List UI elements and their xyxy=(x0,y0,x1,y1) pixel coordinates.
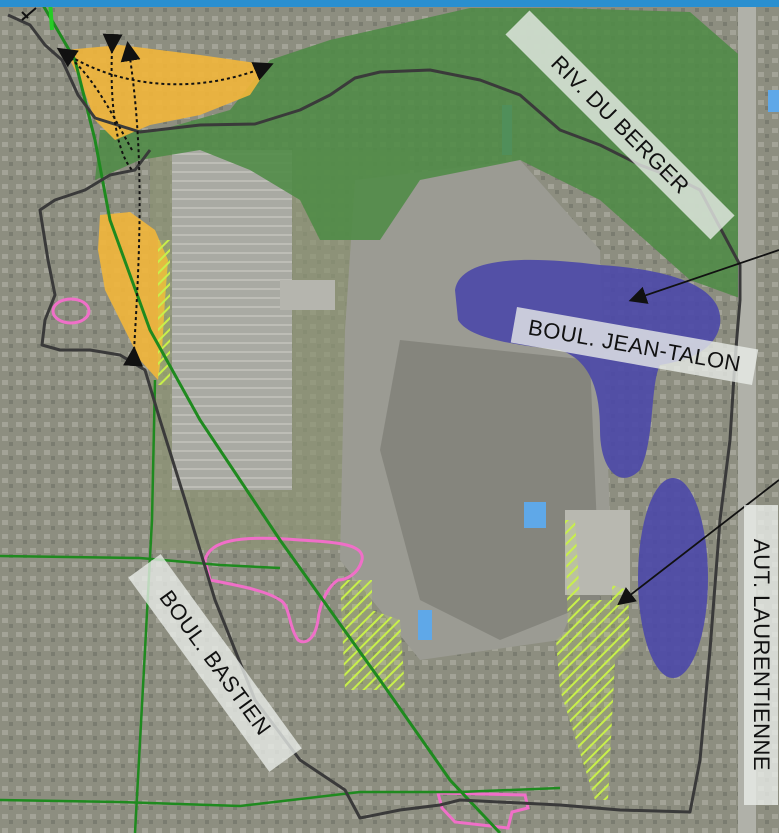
green-road xyxy=(38,0,502,833)
hatch-zone xyxy=(556,520,630,800)
dotted-path xyxy=(56,47,133,151)
quarry-pit xyxy=(380,340,600,640)
pink-area xyxy=(436,791,530,830)
pond xyxy=(418,610,432,640)
study-boundary xyxy=(7,13,742,820)
industrial-lot xyxy=(280,280,335,310)
pond xyxy=(524,502,546,528)
dotted-path xyxy=(120,41,144,367)
green-road xyxy=(0,554,281,570)
blue-zone-south xyxy=(638,478,708,678)
pink-area xyxy=(51,297,91,325)
industrial-park xyxy=(172,150,292,490)
label-aut-laurentienne: AUT. LAURENTIENNE xyxy=(744,505,778,805)
green-road xyxy=(0,786,561,808)
pink-area xyxy=(203,536,364,644)
dotted-path xyxy=(102,33,133,171)
top-bar xyxy=(0,0,779,7)
arrow-icon xyxy=(628,249,779,304)
dotted-path xyxy=(59,49,274,86)
pond xyxy=(768,90,779,112)
north-arrow-icon xyxy=(21,7,37,21)
yellow-zone-north xyxy=(65,45,270,140)
hatch-zone xyxy=(340,580,405,690)
arrow-icon xyxy=(617,479,779,606)
